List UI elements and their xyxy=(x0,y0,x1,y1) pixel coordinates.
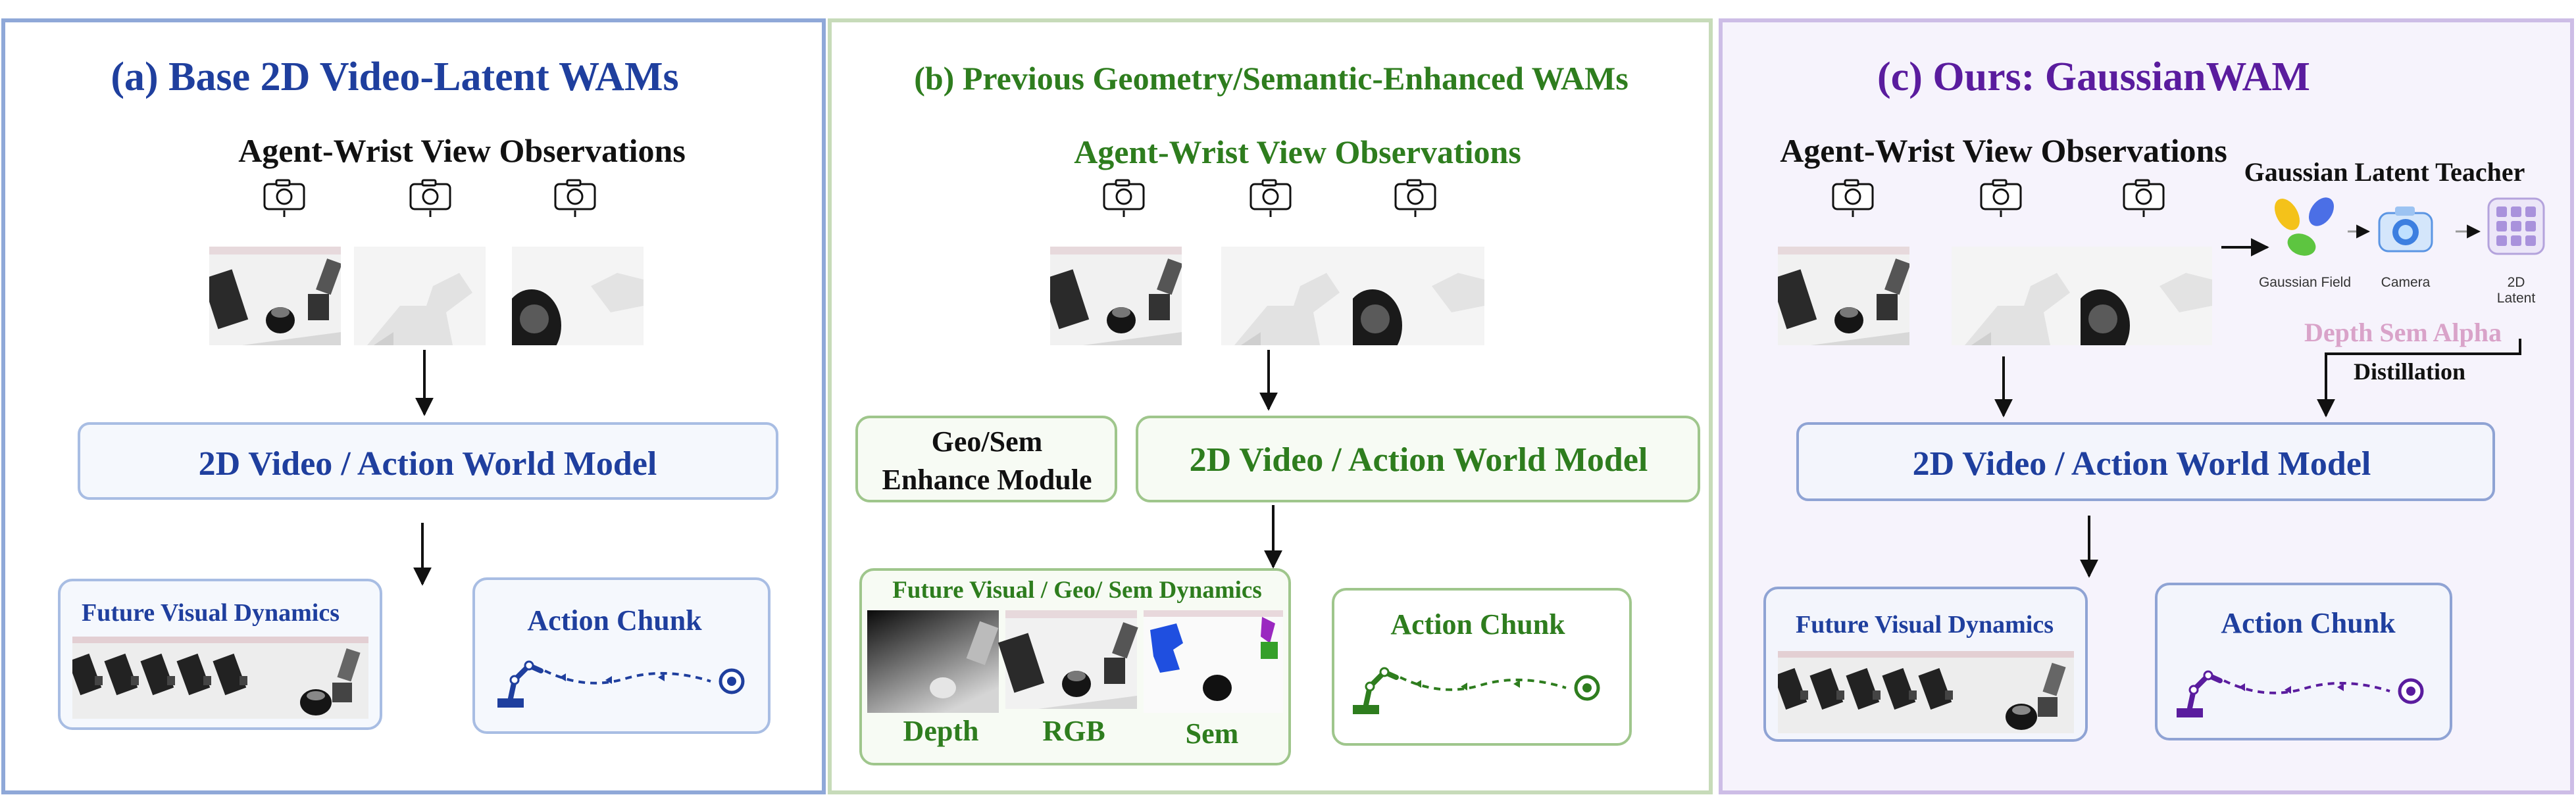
wrist-view-observation-2 xyxy=(1952,247,2083,345)
panel-b-observations-label: Agent-Wrist View Observations xyxy=(1074,133,1521,170)
gaussian-field-label: Gaussian Field xyxy=(2258,275,2352,290)
panel-a-future-frames xyxy=(68,637,368,719)
depth-sem-alpha-label: Depth Sem Alpha xyxy=(2304,318,2502,347)
camera-icon xyxy=(1977,178,2025,218)
panel-c-teacher-label: Gaussian Latent Teacher xyxy=(2244,157,2525,187)
camera-icon xyxy=(2120,178,2167,218)
camera-icon xyxy=(407,178,454,218)
wrist-view-observation-1 xyxy=(209,247,341,345)
panel-b-enhance-box xyxy=(855,416,1117,502)
camera-icon xyxy=(1247,178,1294,218)
panel-b-action-chunk xyxy=(1349,658,1612,723)
wrist-view-observation-1 xyxy=(1778,247,1909,345)
wrist-view-observation-2 xyxy=(354,247,486,345)
camera-icon xyxy=(261,178,308,218)
wrist-view-observation-3 xyxy=(2081,247,2212,345)
wrist-view-observation-3 xyxy=(1353,247,1484,345)
latent-grid-icon xyxy=(2487,197,2545,255)
camera-icon xyxy=(1829,178,1877,218)
panel-b-sem-label: Sem xyxy=(1185,717,1239,750)
panel-a-observations-label: Agent-Wrist View Observations xyxy=(238,132,686,169)
camera-icon xyxy=(1392,178,1439,218)
panel-b-title: (b) Previous Geometry/Semantic-Enhanced … xyxy=(914,60,1629,97)
panel-c-title: (c) Ours: GaussianWAM xyxy=(1877,55,2310,99)
camera-label: Camera xyxy=(2381,275,2431,290)
panel-a-future-label: Future Visual Dynamics xyxy=(81,599,340,627)
panel-b-world-model-box xyxy=(1136,416,1700,502)
panel-b-future-frames xyxy=(867,610,1283,713)
panel-a-action-box xyxy=(472,577,770,734)
gaussian-field-icon xyxy=(2269,191,2341,263)
arrow-distillation xyxy=(2317,339,2521,418)
panel-b-enhance-line1: Geo/Sem xyxy=(931,425,1043,458)
panel-b-rgb-label: RGB xyxy=(1042,715,1105,747)
panel-c-world-model-box xyxy=(1796,422,2495,501)
panel-b-enhance-line2: Enhance Module xyxy=(882,464,1092,496)
panel-a-world-model-label: 2D Video / Action World Model xyxy=(198,445,657,483)
camera-icon xyxy=(1100,178,1148,218)
panel-c-future-frames xyxy=(1773,651,2074,733)
panel-b-action-label: Action Chunk xyxy=(1390,608,1565,641)
camera-icon xyxy=(551,178,599,218)
wrist-view-observation-2 xyxy=(1221,247,1353,345)
panel-b-depth-label: Depth xyxy=(903,715,979,747)
panel-c-world-model-label: 2D Video / Action World Model xyxy=(1912,445,2371,483)
wrist-view-observation-1 xyxy=(1050,247,1182,345)
panel-c-future-label: Future Visual Dynamics xyxy=(1795,611,2054,639)
panel-a-action-label: Action Chunk xyxy=(527,604,702,637)
camera-icon xyxy=(2375,197,2436,258)
latent-label: 2D Latent xyxy=(2496,275,2536,306)
panel-a-world-model-box xyxy=(78,422,778,500)
wrist-view-observation-3 xyxy=(512,247,644,345)
panel-b-world-model-label: 2D Video / Action World Model xyxy=(1189,441,1648,479)
panel-c-action-label: Action Chunk xyxy=(2221,607,2396,639)
panel-c-observations-label: Agent-Wrist View Observations xyxy=(1780,132,2227,169)
panel-c-action-chunk xyxy=(2173,661,2436,727)
panel-c-action-box xyxy=(2155,583,2452,740)
panel-a-action-chunk xyxy=(493,651,757,717)
distillation-label: Distillation xyxy=(2353,358,2466,385)
panel-a-title: (a) Base 2D Video-Latent WAMs xyxy=(111,55,679,99)
panel-b-future-label: Future Visual / Geo/ Sem Dynamics xyxy=(892,577,1262,604)
panel-b-action-box xyxy=(1332,588,1632,746)
